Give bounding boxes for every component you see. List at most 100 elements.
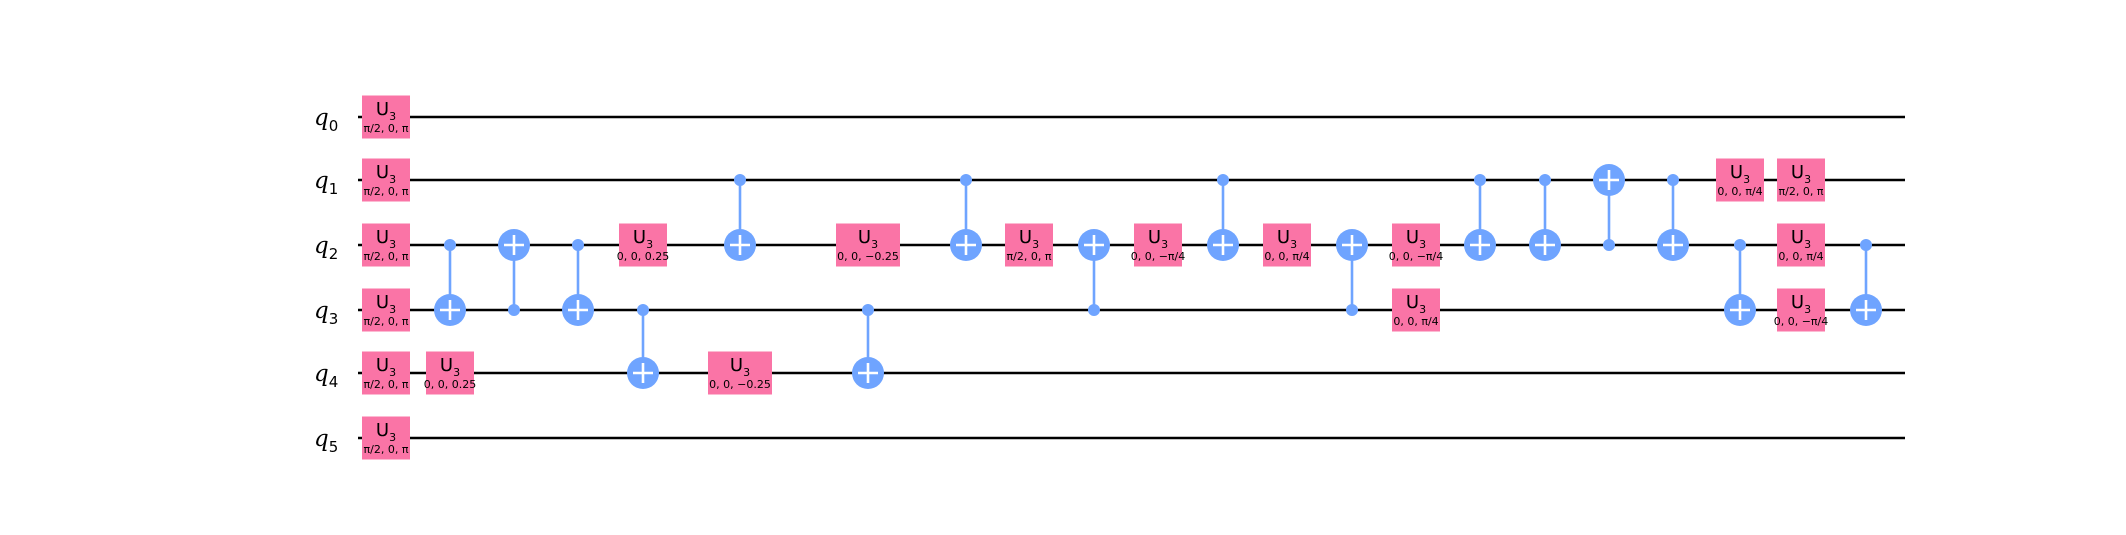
- gate-params: 0, 0, −π/4: [1131, 250, 1186, 263]
- qubit-label: q0: [314, 105, 338, 135]
- gate-name: U3: [376, 355, 396, 379]
- gate-name-base: U: [376, 420, 389, 441]
- gate-box: [1005, 223, 1053, 267]
- gate-name: U3: [633, 227, 653, 251]
- gate-name: U3: [1730, 162, 1750, 186]
- cnot-gate: [1529, 174, 1561, 261]
- cnot-target-icon: [627, 357, 659, 389]
- gate-box: [362, 351, 410, 395]
- cnot-gate: [1207, 174, 1239, 261]
- gate-box: [1134, 223, 1182, 267]
- gate-params: π/2, 0, π: [364, 250, 409, 263]
- u3-gate: U3π/2, 0, π: [1005, 223, 1053, 267]
- gate-box: [1263, 223, 1311, 267]
- qubit-label-index: 1: [329, 180, 339, 198]
- gate-name-subscript: 3: [1032, 238, 1039, 251]
- cnot-control-dot: [1667, 174, 1679, 186]
- gate-params: 0, 0, 0.25: [617, 250, 669, 263]
- gate-params: π/2, 0, π: [1007, 250, 1052, 263]
- gate-name-base: U: [633, 227, 646, 248]
- cnot-control-dot: [1539, 174, 1551, 186]
- cnot-target-icon: [562, 294, 594, 326]
- cnot-target-icon: [1464, 229, 1496, 261]
- cnot-gate: [1657, 174, 1689, 261]
- u3-gate: U30, 0, 0.25: [424, 351, 476, 395]
- u3-gate: U30, 0, π/4: [1716, 158, 1764, 202]
- gate-name: U3: [1406, 292, 1426, 316]
- gate-name-base: U: [1791, 162, 1804, 183]
- gate-box: [1392, 223, 1440, 267]
- u3-gate: U30, 0, −π/4: [1774, 288, 1828, 332]
- gate-box: [362, 95, 410, 139]
- cnot-control-dot: [572, 239, 584, 251]
- cnot-gate: [562, 239, 594, 326]
- cnot-target-icon: [434, 294, 466, 326]
- gate-name: U3: [376, 99, 396, 123]
- cnot-target-icon: [1850, 294, 1882, 326]
- gate-params: π/2, 0, π: [364, 443, 409, 456]
- u3-gate: U3π/2, 0, π: [362, 158, 410, 202]
- cnot-gate: [1850, 239, 1882, 326]
- gate-name: U3: [1406, 227, 1426, 251]
- gate-params: 0, 0, π/4: [1778, 250, 1823, 263]
- cnot-gate: [950, 174, 982, 261]
- u3-gate: U30, 0, π/4: [1392, 288, 1440, 332]
- cnot-gate: [1724, 239, 1756, 326]
- gate-name-base: U: [1277, 227, 1290, 248]
- u3-gate: U3π/2, 0, π: [362, 95, 410, 139]
- cnot-gate: [498, 229, 530, 316]
- gate-name-base: U: [376, 227, 389, 248]
- cnot-control-dot: [1088, 304, 1100, 316]
- qubit-label-name: q: [314, 233, 329, 259]
- gate-name-subscript: 3: [1419, 238, 1426, 251]
- cnot-target-icon: [852, 357, 884, 389]
- gate-params: 0, 0, π/4: [1717, 185, 1762, 198]
- gate-name-base: U: [376, 162, 389, 183]
- qubit-label: q4: [314, 361, 338, 391]
- gate-name-subscript: 3: [1290, 238, 1297, 251]
- gate-name-base: U: [376, 99, 389, 120]
- gate-name-base: U: [1019, 227, 1032, 248]
- gate-name: U3: [376, 420, 396, 444]
- gate-box: [362, 288, 410, 332]
- cnot-target-icon: [498, 229, 530, 261]
- qubit-label-name: q: [314, 298, 329, 324]
- gate-name: U3: [1148, 227, 1168, 251]
- qubit-label: q2: [314, 233, 338, 263]
- u3-gate: U30, 0, −π/4: [1389, 223, 1444, 267]
- cnot-control-dot: [1603, 239, 1615, 251]
- cnot-control-dot: [734, 174, 746, 186]
- gate-name-subscript: 3: [1804, 238, 1811, 251]
- gate-name: U3: [1791, 227, 1811, 251]
- gate-params: 0, 0, 0.25: [424, 378, 476, 391]
- gate-box: [1777, 288, 1825, 332]
- gate-name-base: U: [376, 292, 389, 313]
- gate-params: 0, 0, π/4: [1264, 250, 1309, 263]
- gate-name-base: U: [1148, 227, 1161, 248]
- qubit-label-name: q: [314, 168, 329, 194]
- u3-gate: U30, 0, π/4: [1263, 223, 1311, 267]
- gate-name: U3: [376, 162, 396, 186]
- cnot-control-dot: [1474, 174, 1486, 186]
- gate-name-subscript: 3: [1161, 238, 1168, 251]
- u3-gate: U3π/2, 0, π: [362, 416, 410, 460]
- gate-params: 0, 0, −π/4: [1389, 250, 1444, 263]
- cnot-control-dot: [862, 304, 874, 316]
- gate-box: [836, 223, 900, 267]
- gate-box: [362, 223, 410, 267]
- gate-name: U3: [858, 227, 878, 251]
- u3-gate: U30, 0, −0.25: [836, 223, 900, 267]
- cnot-control-dot: [637, 304, 649, 316]
- u3-gate: U30, 0, −π/4: [1131, 223, 1186, 267]
- gate-box: [1716, 158, 1764, 202]
- cnot-control-dot: [960, 174, 972, 186]
- cnot-control-dot: [1217, 174, 1229, 186]
- gate-box: [362, 416, 410, 460]
- gate-name-subscript: 3: [389, 173, 396, 186]
- cnot-target-icon: [1207, 229, 1239, 261]
- cnot-gate: [852, 304, 884, 389]
- u3-gate: U3π/2, 0, π: [362, 351, 410, 395]
- qubit-label: q5: [314, 426, 338, 456]
- gate-name-subscript: 3: [389, 110, 396, 123]
